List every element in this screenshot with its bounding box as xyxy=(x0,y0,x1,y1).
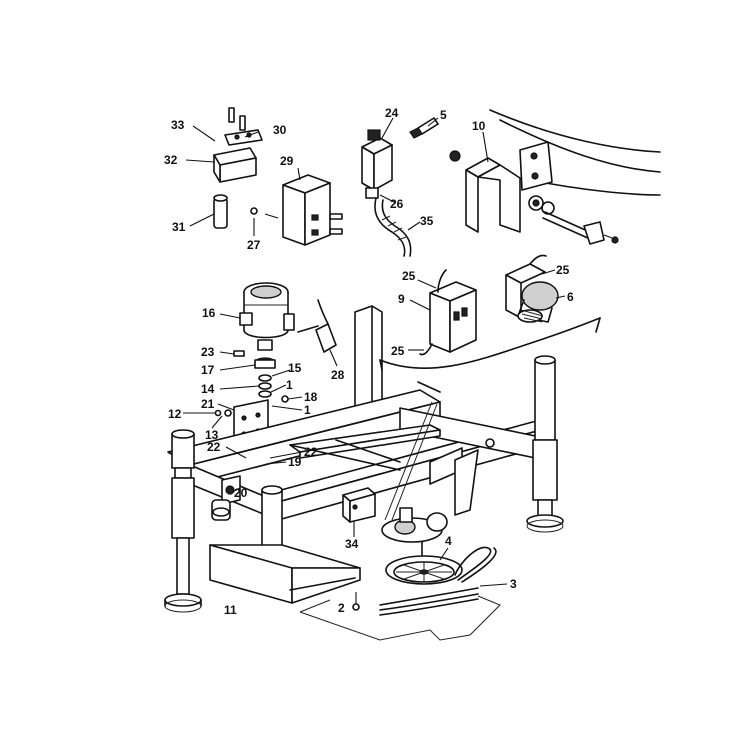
callout-25-bottom: 25 xyxy=(391,344,405,358)
callout-5: 5 xyxy=(440,108,447,122)
electrical-box-9 xyxy=(419,269,477,356)
control-box-29 xyxy=(250,174,343,246)
callout-28: 28 xyxy=(331,368,345,382)
callout-23: 23 xyxy=(201,345,215,359)
chute-guide-lines xyxy=(379,317,601,521)
callout-22-right: 22 xyxy=(304,445,318,459)
gearbox-assembly xyxy=(381,507,463,585)
callout-33: 33 xyxy=(171,118,185,132)
callout-24: 24 xyxy=(385,106,399,120)
callout-26: 26 xyxy=(390,197,404,211)
callout-22-left: 22 xyxy=(207,440,221,454)
callout-labels: 33 30 32 31 29 27 24 5 26 35 10 25 9 25 … xyxy=(164,106,574,617)
drive-belt-3 xyxy=(379,546,497,616)
callout-25-top: 25 xyxy=(402,269,416,283)
callout-4: 4 xyxy=(445,534,452,548)
rear-right-leg xyxy=(526,355,564,533)
callout-32: 32 xyxy=(164,153,178,167)
callout-15: 15 xyxy=(288,361,302,375)
callout-30: 30 xyxy=(273,123,287,137)
callout-16: 16 xyxy=(202,306,216,320)
callout-11: 11 xyxy=(224,603,237,617)
callout-31: 31 xyxy=(172,220,186,234)
callout-2: 2 xyxy=(338,601,345,615)
hopper-bracket-10 xyxy=(449,109,661,245)
callout-1-lower: 1 xyxy=(304,403,311,417)
callout-12: 12 xyxy=(168,407,182,421)
callout-29: 29 xyxy=(280,154,294,168)
callout-9: 9 xyxy=(398,292,405,306)
callout-20: 20 xyxy=(234,486,248,500)
switch-24 xyxy=(361,117,439,257)
callout-6: 6 xyxy=(567,290,574,304)
capacitor-28 xyxy=(297,299,337,353)
leader-lines xyxy=(183,117,566,587)
callout-25-right: 25 xyxy=(556,263,570,277)
callout-35: 35 xyxy=(420,214,434,228)
callout-3: 3 xyxy=(510,577,517,591)
callout-10: 10 xyxy=(472,119,486,133)
callout-18: 18 xyxy=(304,390,318,404)
drive-motor-6 xyxy=(505,254,559,323)
callout-21: 21 xyxy=(201,397,215,411)
callout-17: 17 xyxy=(201,363,215,377)
base-plate xyxy=(299,592,501,641)
callout-34: 34 xyxy=(345,537,359,551)
callout-13: 13 xyxy=(205,428,219,442)
bracket-34 xyxy=(342,487,376,523)
main-motor-16 xyxy=(233,282,295,398)
callout-14: 14 xyxy=(201,382,215,396)
callout-1-upper: 1 xyxy=(286,378,293,392)
callout-27: 27 xyxy=(247,238,261,252)
main-frame xyxy=(167,305,549,521)
drip-tray-11 xyxy=(209,544,361,604)
front-center-leg xyxy=(261,485,283,559)
front-left-leg xyxy=(164,429,202,613)
callout-19: 19 xyxy=(288,455,302,469)
bracket-assembly xyxy=(213,107,263,229)
